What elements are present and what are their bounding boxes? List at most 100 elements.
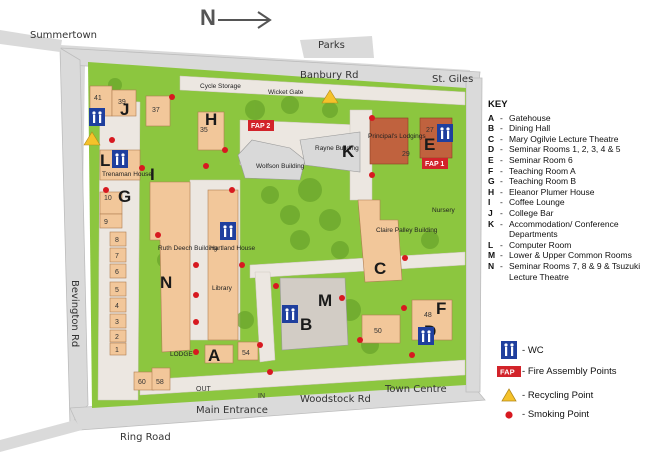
legend-fap: FAP - Fire Assembly Points bbox=[496, 366, 617, 377]
letter-l: L bbox=[100, 151, 110, 170]
num-54: 54 bbox=[242, 350, 250, 357]
wc-icon bbox=[496, 341, 522, 359]
smoking-icon bbox=[193, 319, 199, 325]
claire-palley-building bbox=[357, 199, 403, 283]
building-7 bbox=[109, 247, 127, 263]
letter-e: E bbox=[424, 135, 435, 154]
label-banbury-rd: Banbury Rd bbox=[300, 70, 359, 81]
key-item: G-Teaching Room B bbox=[488, 176, 577, 187]
hartland-house bbox=[207, 189, 239, 341]
label-town-centre: Town Centre bbox=[384, 384, 447, 395]
smoking-icon bbox=[193, 349, 199, 355]
dining-hall bbox=[279, 277, 349, 351]
key-item: F-Teaching Room A bbox=[488, 165, 576, 176]
num-60: 60 bbox=[138, 379, 146, 386]
buildings bbox=[89, 85, 453, 391]
num-27: 27 bbox=[426, 127, 434, 134]
smoking-icon bbox=[409, 352, 415, 358]
label-woodstock-rd: Woodstock Rd bbox=[300, 394, 371, 405]
rayne-building bbox=[299, 131, 361, 173]
smoking-icon bbox=[193, 292, 199, 298]
building-6 bbox=[109, 263, 127, 279]
smoking-icon bbox=[169, 94, 175, 100]
label-rayne: Rayne Building bbox=[315, 145, 359, 152]
building-37 bbox=[145, 95, 171, 127]
label-library: Library bbox=[212, 285, 233, 292]
letter-j: J bbox=[120, 100, 129, 119]
smoking-icon bbox=[222, 147, 228, 153]
road-right bbox=[465, 77, 483, 393]
smoking-icon bbox=[369, 115, 375, 121]
smoking-icon bbox=[139, 165, 145, 171]
label-main-entrance: Main Entrance bbox=[196, 405, 268, 416]
label-claire-palley: Claire Palley Building bbox=[376, 227, 438, 234]
wc-icon bbox=[418, 327, 434, 345]
ruth-deech-building bbox=[149, 181, 191, 353]
num-39: 39 bbox=[118, 99, 126, 106]
wc-icon bbox=[220, 222, 236, 240]
key-item: B-Dining Hall bbox=[488, 123, 551, 134]
building-58 bbox=[151, 367, 171, 391]
recycling-icon bbox=[83, 131, 101, 146]
summertown-road bbox=[0, 30, 62, 52]
smoking-icon bbox=[103, 187, 109, 193]
wc-glyphs bbox=[92, 111, 450, 342]
num-3: 3 bbox=[115, 319, 119, 326]
label-ruth-deech: Ruth Deech Building bbox=[158, 245, 218, 252]
smoking-icon bbox=[155, 232, 161, 238]
ringroad-stub bbox=[0, 420, 82, 452]
building-3 bbox=[109, 313, 127, 329]
num-48: 48 bbox=[424, 312, 432, 319]
num-9: 9 bbox=[104, 219, 108, 226]
key-item: J-College Bar bbox=[488, 207, 554, 218]
letter-k: K bbox=[342, 142, 355, 161]
building-54 bbox=[237, 341, 259, 361]
building-5 bbox=[109, 281, 127, 297]
smoking-icon bbox=[109, 137, 115, 143]
key-item: C-Mary Ogilvie Lecture Theatre bbox=[488, 133, 619, 144]
gatehouse bbox=[204, 344, 234, 364]
legend-recycling: - Recycling Point bbox=[496, 388, 593, 402]
smoking-icon bbox=[193, 262, 199, 268]
num-7: 7 bbox=[115, 253, 119, 260]
smoking-icon bbox=[267, 369, 273, 375]
label-principals: Principal's Lodgings bbox=[368, 133, 426, 140]
smoking-icon bbox=[496, 410, 522, 420]
letter-i: I bbox=[150, 165, 155, 184]
smoking-icon bbox=[229, 187, 235, 193]
smoking-icon bbox=[401, 305, 407, 311]
letter-a: A bbox=[208, 346, 220, 365]
key-item: K-Accommodation/ Conference Departments bbox=[488, 218, 619, 240]
letter-c: C bbox=[374, 259, 386, 278]
label-parks: Parks bbox=[318, 40, 345, 51]
label-st-giles: St. Giles bbox=[432, 74, 473, 85]
wc-icon bbox=[112, 150, 128, 168]
building-39 bbox=[111, 89, 137, 117]
label-trenaman: Trenaman House bbox=[102, 171, 152, 178]
num-41: 41 bbox=[94, 95, 102, 102]
wc-icon bbox=[437, 124, 453, 142]
parks-road bbox=[300, 36, 374, 58]
fap-1-badge: FAP 1 bbox=[422, 158, 448, 169]
label-out: OUT bbox=[196, 386, 212, 393]
smoking-icon bbox=[339, 295, 345, 301]
building-9 bbox=[99, 213, 123, 229]
compass-n: N bbox=[200, 5, 216, 30]
letter-g: G bbox=[118, 187, 131, 206]
key-legend: KEY A-Gatehouse B-Dining Hall C-Mary Ogi… bbox=[488, 99, 648, 282]
building-2 bbox=[109, 329, 127, 343]
num-5: 5 bbox=[115, 287, 119, 294]
num-50: 50 bbox=[374, 328, 382, 335]
fap-2-badge: FAP 2 bbox=[248, 120, 274, 131]
fap-icon: FAP bbox=[496, 366, 522, 377]
label-wicket-gate: Wicket Gate bbox=[268, 89, 304, 96]
smoking-icon bbox=[239, 262, 245, 268]
smoking-points bbox=[103, 94, 415, 375]
key-item: L-Computer Room bbox=[488, 239, 572, 250]
num-6: 6 bbox=[115, 269, 119, 276]
letter-n: N bbox=[160, 273, 172, 292]
key-item: M-Lower & Upper Common Rooms bbox=[488, 250, 632, 261]
smoking-icon bbox=[402, 255, 408, 261]
smoking-icon bbox=[357, 337, 363, 343]
